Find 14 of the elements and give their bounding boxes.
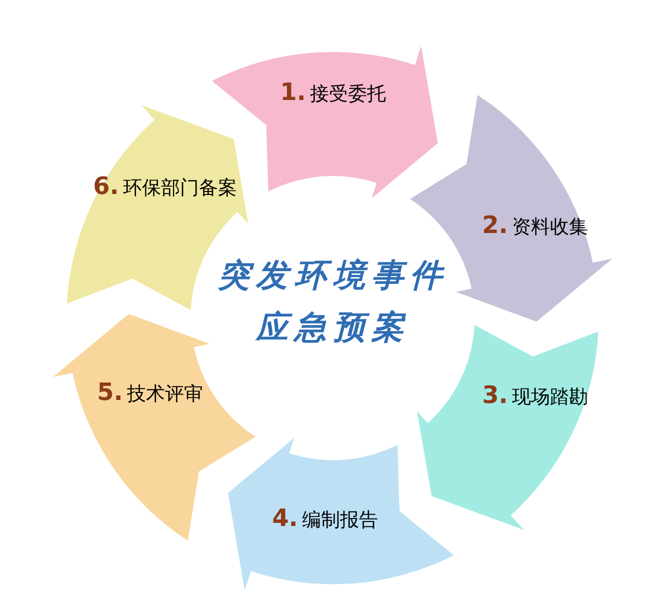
step-number: 4. xyxy=(272,502,298,534)
step-number: 6. xyxy=(93,170,119,202)
step-number: 2. xyxy=(482,210,508,241)
step-label: 资料收集 xyxy=(512,214,588,240)
center-title: 突发环境事件 xyxy=(218,255,448,295)
step-label: 接受委托 xyxy=(310,82,386,107)
step-number: 5. xyxy=(97,376,123,408)
center-title: 应急预案 xyxy=(256,307,410,347)
step-label: 编制报告 xyxy=(302,508,378,533)
step-number: 1. xyxy=(280,76,306,108)
step-label: 技术评审 xyxy=(126,382,203,407)
step-label: 现场踏勘 xyxy=(512,384,588,410)
step-number: 3. xyxy=(482,380,508,411)
step-label: 环保部门备案 xyxy=(122,176,237,201)
